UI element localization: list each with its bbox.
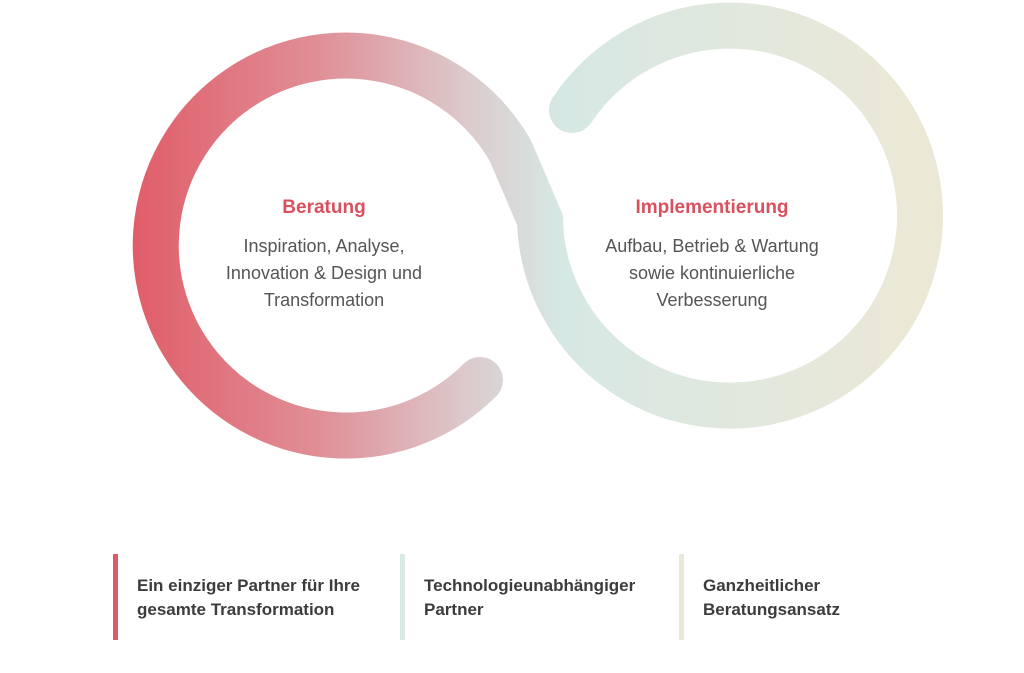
beratung-block: Beratung Inspiration, Analyse, Innovatio… [174,197,474,314]
pillar-tech-independent: Technologieunabhängiger Partner [400,554,680,640]
pillar-line: gesamte Transformation [137,600,335,619]
beratung-description: Inspiration, Analyse, Innovation & Desig… [174,233,474,314]
pillar-line: Partner [424,600,484,619]
pillar-line: Ganzheitlicher [703,576,821,595]
pillar-label: Ein einziger Partner für Ihre gesamte Tr… [137,574,393,622]
beratung-line-1: Inspiration, Analyse, [243,236,405,256]
pillar-accent-bar [400,554,405,640]
pillar-line: Beratungsansatz [703,600,840,619]
implementierung-line-2: sowie kontinuierliche [628,263,796,283]
implementierung-block: Implementierung Aufbau, Betrieb & Wartun… [562,197,862,314]
pillar-single-partner: Ein einziger Partner für Ihre gesamte Tr… [113,554,393,640]
pillar-label: Ganzheitlicher Beratungsansatz [703,574,959,622]
implementierung-description: Aufbau, Betrieb & Wartung sowie kontinui… [562,233,862,314]
pillar-accent-bar [113,554,118,640]
pillar-holistic-approach: Ganzheitlicher Beratungsansatz [679,554,959,640]
implementierung-line-1: Aufbau, Betrieb & Wartung [605,236,819,256]
implementierung-title: Implementierung [635,197,789,218]
pillar-line: Ein einziger Partner für Ihre [137,576,360,595]
infinity-loop-path [132,2,943,459]
pillar-line: Technologieunabhängiger [424,576,636,595]
beratung-title: Beratung [282,197,366,218]
beratung-line-2: Innovation & Design und [225,263,423,283]
implementierung-line-3: Verbesserung [656,290,768,310]
beratung-line-3: Transformation [263,290,385,310]
pillar-label: Technologieunabhängiger Partner [424,574,680,622]
pillar-accent-bar [679,554,684,640]
